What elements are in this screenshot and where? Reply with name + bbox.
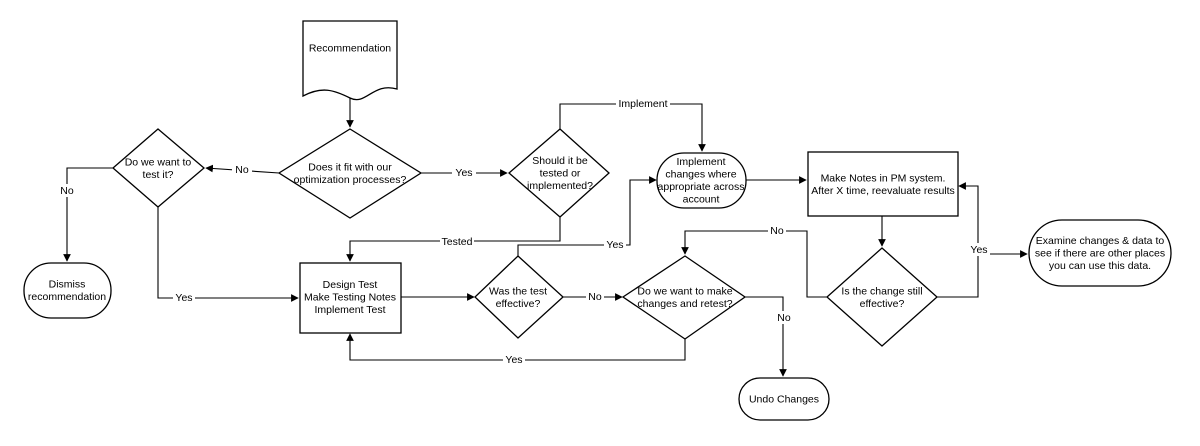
node-make-notes: Make Notes in PM system.After X time, re… [807,151,959,217]
node-text-line: account [683,193,720,205]
edge-label-still-no: No [770,225,784,237]
node-text-line: Undo Changes [749,394,819,406]
node-text-line: Recommendation [309,43,391,55]
node-undo: Undo Changes [738,377,830,421]
edge-label-want-yes: Yes [175,292,192,304]
node-text-line: Implement [676,156,725,168]
node-text-line: changes where [665,168,736,180]
node-text-line: see if there are other places [1035,248,1165,260]
node-text: Make Notes in PM system.After X time, re… [811,172,955,197]
edge-label-retest-yes: Yes [505,354,522,366]
node-text-line: test it? [143,169,174,181]
edge-implement [559,103,706,152]
node-recommendation: Recommendation [302,20,398,101]
edge-still-yes-notes [937,182,979,298]
node-text-line: Do we want to make [637,285,732,297]
edge-label-tested: Tested [442,236,473,248]
edge-effective-yes [517,176,657,256]
node-text-line: changes and retest? [637,298,732,310]
edge-retest-no [745,296,787,377]
node-text-line: Make Testing Notes [304,292,396,304]
node-text-line: Was the test [489,285,547,297]
node-text-line: After X time, reevaluate results [811,185,955,197]
edge-want-no [63,167,113,262]
node-text-line: implemented? [527,180,593,192]
node-text-line: Does it fit with our [308,161,392,173]
node-text-line: tested or [540,168,581,180]
edge-label-effective-no: No [588,291,602,303]
node-text-line: you can use this data. [1049,260,1151,272]
edge-want-yes [157,207,299,302]
edge-label-effective-yes: Yes [606,239,623,251]
edge-label-retest-no: No [777,312,791,324]
node-text: Undo Changes [749,394,819,406]
node-text-line: Is the change still [841,285,922,297]
edge-label-implement: Implement [618,98,667,110]
node-text-line: Implement Test [314,304,385,316]
edge-label-want-no: No [60,185,74,197]
edge-still-no [681,230,827,298]
node-text: Recommendation [309,43,391,55]
node-text-line: appropriate across [658,181,745,193]
node-text-line: Should it be [532,155,588,167]
edge-label-fit-yes: Yes [455,167,472,179]
edge-label-fit-no: No [235,164,249,176]
node-text-line: Examine changes & data to [1036,235,1165,247]
node-text-line: Design Test [323,279,378,291]
node-text-line: recommendation [28,291,106,303]
node-text-line: optimization processes? [294,174,407,186]
node-text-line: Dismiss [49,278,86,290]
node-text-line: effective? [860,298,905,310]
node-text-line: Do we want to [125,156,192,168]
node-text-line: Make Notes in PM system. [821,172,946,184]
node-text-line: effective? [496,298,541,310]
edge-label-still-yes: Yes [970,244,987,256]
